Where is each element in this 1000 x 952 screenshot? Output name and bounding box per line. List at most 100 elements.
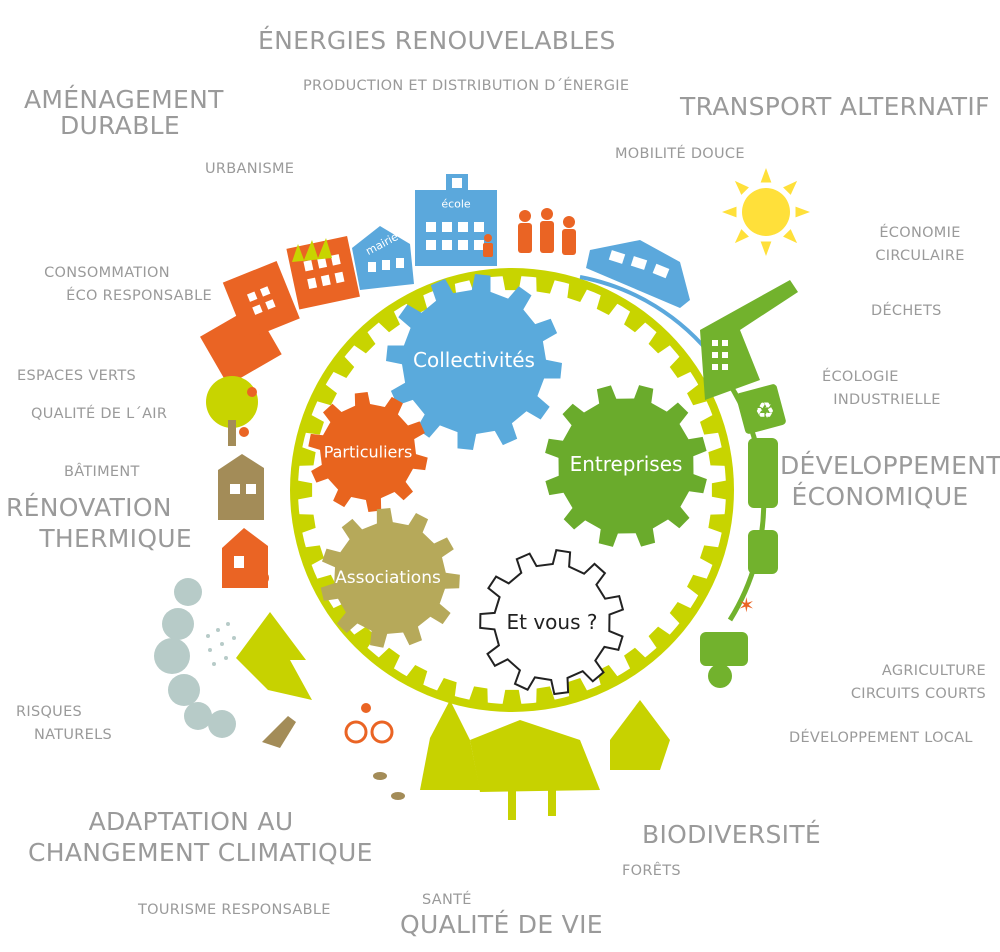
- label-production-distribution: PRODUCTION ET DISTRIBUTION D´ÉNERGIE: [303, 78, 630, 94]
- label-developpement-line1: DÉVELOPPEMENT: [780, 451, 1000, 480]
- ring-tooth: [711, 480, 728, 500]
- ring-tooth: [669, 355, 693, 378]
- farmer-icon: ✶: [738, 593, 755, 617]
- ring-tooth: [669, 602, 693, 625]
- ring-tooth: [315, 383, 337, 406]
- label-consommation: CONSOMMATION ÉCO RESPONSABLE: [42, 262, 212, 308]
- rain-icon: [206, 622, 236, 666]
- label-renovation-line2: THERMIQUE: [39, 524, 192, 554]
- school-sign: école: [441, 197, 471, 211]
- sun-icon: [722, 168, 810, 256]
- label-energies-renouvelables: ÉNERGIES RENOUVELABLES: [258, 26, 616, 55]
- ring-tooth: [624, 309, 647, 333]
- sun-ray: [795, 206, 810, 218]
- ring-tooth: [297, 514, 316, 534]
- gear-entreprises: [545, 385, 707, 547]
- cyclist-icon: [344, 703, 394, 744]
- label-urbanisme: URBANISME: [205, 161, 295, 177]
- ring-tooth: [687, 574, 709, 597]
- ring-tooth: [624, 647, 647, 671]
- forest-icon: [236, 612, 670, 820]
- ring-tooth: [648, 330, 672, 354]
- ring-tooth: [377, 647, 400, 671]
- ring-tooth: [405, 293, 428, 315]
- label-risques-line1: RISQUES: [16, 704, 83, 720]
- label-biodiversite: BIODIVERSITÉ: [642, 820, 822, 849]
- ring-tooth: [297, 446, 316, 466]
- bird-icon: [262, 716, 296, 748]
- gear-collectivites-label: Collectivités: [413, 348, 535, 372]
- ring-tooth: [296, 480, 313, 500]
- ring-tooth: [687, 383, 709, 406]
- ring-tooth: [567, 281, 588, 302]
- label-ecologie-line1: ÉCOLOGIE: [822, 369, 899, 385]
- label-ecologie-industrielle: ÉCOLOGIE INDUSTRIELLE: [822, 366, 952, 412]
- grass-icon: [292, 238, 332, 262]
- sun-ray: [760, 241, 772, 256]
- ring-tooth: [502, 689, 522, 706]
- recycle-icon: ♻: [755, 399, 775, 424]
- ring-tooth: [352, 330, 376, 354]
- sun-ray: [783, 180, 798, 195]
- building-windows: [246, 254, 345, 315]
- label-amenagement-line1: AMÉNAGEMENT: [24, 85, 224, 114]
- label-adaptation-line2: CHANGEMENT CLIMATIQUE: [28, 838, 373, 868]
- label-risques-naturels: RISQUES NATURELS: [16, 701, 112, 747]
- label-forets: FORÊTS: [622, 863, 681, 879]
- label-economie-line1: ÉCONOMIE: [879, 225, 961, 241]
- sun-ray: [783, 229, 798, 244]
- ring-tooth: [648, 626, 672, 650]
- ring-tooth: [315, 574, 337, 597]
- farm-icon: [700, 530, 778, 688]
- ring-tooth: [436, 678, 457, 699]
- label-developpement-local: DÉVELOPPEMENT LOCAL: [789, 730, 973, 746]
- ring-tooth: [405, 665, 428, 687]
- ring-tooth: [468, 686, 488, 705]
- label-qualite-air: QUALITÉ DE L´AIR: [31, 406, 168, 422]
- label-espaces-verts: ESPACES VERTS: [17, 368, 137, 384]
- label-adaptation-changement-climatique: ADAPTATION AU CHANGEMENT CLIMATIQUE: [28, 806, 373, 869]
- playground-tree-icon: [206, 376, 258, 446]
- label-consommation-line2: ÉCO RESPONSABLE: [66, 288, 212, 305]
- label-renovation-thermique: RÉNOVATION THERMIQUE: [6, 492, 192, 555]
- label-mobilite-douce: MOBILITÉ DOUCE: [615, 146, 745, 162]
- label-developpement-line2: ÉCONOMIQUE: [791, 482, 969, 512]
- gear-associations: [320, 508, 460, 648]
- label-risques-line2: NATURELS: [33, 727, 112, 744]
- town-hall-icon: [352, 226, 414, 290]
- label-developpement-economique: DÉVELOPPEMENT ÉCONOMIQUE: [780, 450, 1000, 513]
- city-buildings-icon: [200, 236, 360, 386]
- ring-tooth: [303, 414, 324, 435]
- label-transport-alternatif: TRANSPORT ALTERNATIF: [680, 92, 990, 121]
- sun-ray: [734, 180, 749, 195]
- label-tourisme-responsable: TOURISME RESPONSABLE: [138, 902, 331, 918]
- ring-tooth: [708, 514, 727, 534]
- gear-particuliers-label: Particuliers: [323, 442, 413, 462]
- people-icon: [483, 208, 576, 257]
- label-amenagement-durable: AMÉNAGEMENT DURABLE: [24, 85, 224, 141]
- gear-collectivites: [386, 274, 562, 450]
- ring-tooth: [377, 309, 400, 333]
- house-icon: [218, 454, 269, 588]
- gear-et-vous-label: Et vous ?: [506, 610, 598, 634]
- ring-tooth: [502, 274, 522, 291]
- gear-particuliers: [308, 392, 428, 512]
- label-ecologie-line2: INDUSTRIELLE: [833, 392, 941, 409]
- label-economie-line2: CIRCULAIRE: [875, 248, 965, 265]
- label-batiment: BÂTIMENT: [64, 464, 140, 480]
- ring-tooth: [352, 626, 376, 650]
- label-amenagement-line2: DURABLE: [60, 111, 180, 141]
- ring-tooth: [700, 545, 721, 566]
- ring-tooth: [596, 293, 619, 315]
- label-sante: SANTÉ: [422, 892, 472, 908]
- ring-tooth: [708, 446, 727, 466]
- sun-ray: [734, 229, 749, 244]
- ring-tooth: [536, 686, 556, 705]
- ring-tooth: [303, 545, 324, 566]
- label-agriculture-line1: AGRICULTURE: [881, 663, 986, 679]
- label-renovation-line1: RÉNOVATION: [6, 493, 172, 522]
- ring-tooth: [700, 414, 721, 435]
- label-qualite-de-vie: QUALITÉ DE VIE: [400, 910, 603, 939]
